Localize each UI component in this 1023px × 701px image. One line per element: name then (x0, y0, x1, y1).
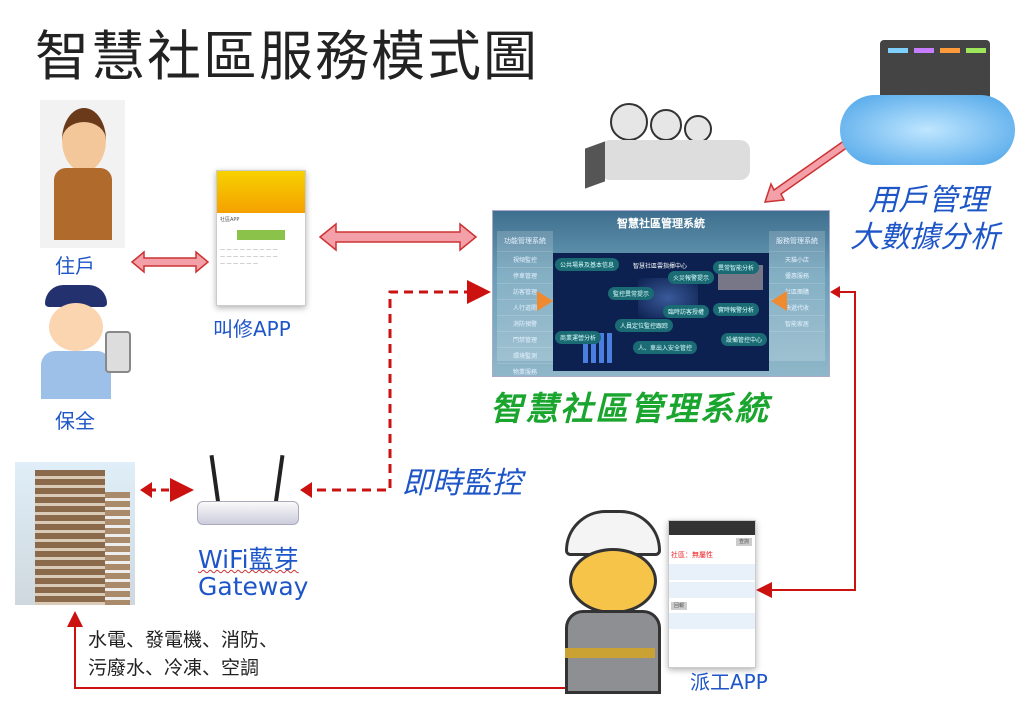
left-menu: 功能管理系統 視頻監控停車管理訪客管理人行道閘消防預警門禁管理環境監測物業服務 (497, 231, 553, 380)
dispatch-app-screenshot: 查詢 社區：無屬性 回報 (668, 520, 756, 668)
resident-label: 住戶 (55, 254, 95, 278)
realtime-monitor-label: 即時監控 (402, 466, 522, 501)
line-worker-building (67, 611, 580, 689)
double-arrow-resident-app (130, 250, 210, 274)
orange-arrow-icon (761, 291, 787, 311)
gateway-label-line2: Gateway (198, 572, 309, 601)
dashed-arrowhead-gateway (300, 482, 312, 498)
facilities-line2: 污廢水、冷凍、空調 (88, 657, 260, 679)
reply-button: 回報 (671, 602, 688, 610)
query-button: 查詢 (735, 538, 752, 546)
guard-label: 保全 (55, 409, 95, 433)
management-dashboard: 智慧社區管理系統 功能管理系統 視頻監控停車管理訪客管理人行道閘消防預警門禁管理… (492, 210, 830, 380)
gateway-router-icon (195, 454, 300, 530)
facilities-line1: 水電、發電機、消防、 (88, 629, 279, 651)
repair-app-name: 社區APP (220, 217, 240, 223)
building-illustration (15, 462, 135, 605)
orange-arrow-icon (537, 291, 563, 311)
repair-app-screenshot: 社區APP — — — — — — — — —— — — — — — — — —… (216, 170, 306, 306)
page-title: 智慧社區服務模式圖 (35, 25, 539, 88)
call-center-illustration (580, 95, 760, 200)
double-arrow-app-system (318, 222, 478, 252)
dashed-line-gateway-system (302, 280, 491, 492)
line-system-dispatch (756, 291, 856, 598)
dashboard-title: 智慧社區管理系統 (617, 217, 705, 230)
community-label: 社區：無屬性 (671, 551, 713, 559)
big-data-label: 大數據分析 (850, 220, 1000, 255)
cloud-server-icon (840, 40, 1015, 165)
system-label: 智慧社區管理系統 (490, 389, 770, 428)
maintenance-worker-illustration (555, 510, 665, 694)
user-management-label: 用戶管理 (868, 183, 988, 218)
dispatch-app-label: 派工APP (690, 670, 768, 694)
repair-app-label: 叫修APP (213, 317, 291, 341)
resident-illustration (40, 100, 125, 248)
dashboard-panel: 智慧社區雲指揮中心 公共場景及基本信息 火災報警提示 監控異常提示 臨時訪客授權… (553, 253, 769, 371)
security-guard-illustration (15, 285, 135, 400)
gateway-label-line1: WiFi藍芽 (198, 545, 299, 574)
